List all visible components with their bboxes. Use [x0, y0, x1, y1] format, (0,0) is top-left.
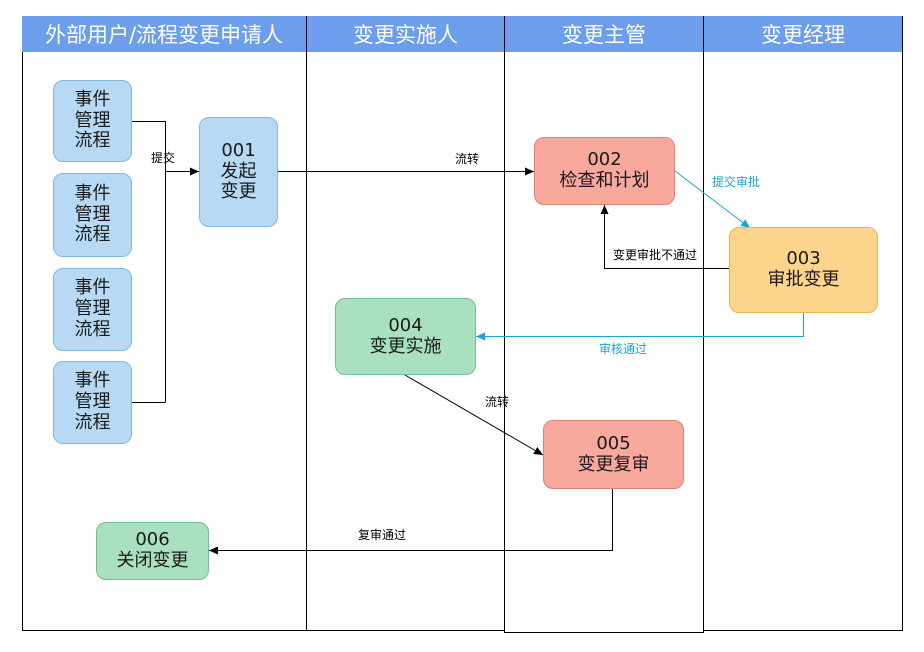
step-006-close-change: 006 关闭变更 — [96, 522, 209, 580]
node-line: 事件 — [74, 182, 111, 204]
edge-submit — [132, 121, 199, 403]
edge-label-submit: 提交 — [151, 151, 176, 165]
lane-frame — [22, 16, 903, 633]
step-label: 关闭变更 — [116, 550, 189, 571]
node-line: 管理 — [74, 391, 111, 413]
step-label: 检查和计划 — [559, 170, 650, 191]
edge-label-flow1: 流转 — [455, 152, 480, 166]
edge-re-review-passed — [209, 489, 613, 555]
edge-label-review-passed: 审核通过 — [599, 342, 648, 356]
edge-label-approval-rejected: 变更审批不通过 — [613, 248, 698, 262]
step-code: 005 — [596, 432, 631, 454]
step-005-review-change: 005 变更复审 — [543, 420, 684, 489]
node-line: 流程 — [74, 411, 111, 433]
node-line: 管理 — [74, 203, 111, 225]
step-code: 004 — [388, 314, 423, 336]
edge-label-re-review-passed: 复审通过 — [358, 528, 407, 542]
step-004-implement-change: 004 变更实施 — [335, 298, 476, 375]
source-incident-process-3: 事件 管理 流程 — [53, 268, 132, 351]
edge-approval-rejected — [600, 205, 729, 269]
source-incident-process-4: 事件 管理 流程 — [53, 361, 132, 444]
lane-header-manager: 变更经理 — [704, 16, 902, 52]
step-002-check-and-plan: 002 检查和计划 — [534, 137, 675, 205]
edge-review-passed — [476, 313, 804, 341]
step-001-initiate-change: 001 发起 变更 — [199, 117, 278, 227]
step-label: 审批变更 — [767, 269, 840, 290]
node-line: 事件 — [74, 88, 111, 110]
node-line: 管理 — [74, 298, 111, 320]
step-label: 变更复审 — [577, 453, 650, 475]
lane-header-implementer: 变更实施人 — [307, 16, 504, 52]
step-code: 003 — [786, 248, 821, 270]
node-line: 管理 — [74, 109, 111, 131]
step-003-approve-change: 003 审批变更 — [729, 227, 878, 313]
node-line: 流程 — [74, 130, 111, 152]
node-line: 发起 — [220, 160, 257, 182]
step-code: 002 — [587, 149, 622, 171]
edge-submit-approval — [674, 170, 751, 229]
source-incident-process-1: 事件 管理 流程 — [53, 80, 132, 162]
lane-header-supervisor: 变更主管 — [505, 16, 703, 52]
edge-flow2 — [404, 374, 544, 456]
step-code: 001 — [221, 139, 256, 161]
node-line: 流程 — [74, 224, 111, 246]
source-incident-process-2: 事件 管理 流程 — [53, 173, 132, 257]
edge-label-submit-approval: 提交审批 — [712, 175, 761, 189]
edge-label-flow2: 流转 — [485, 395, 510, 409]
lane-header-requester: 外部用户/流程变更申请人 — [22, 16, 306, 52]
node-line: 事件 — [74, 370, 111, 392]
step-label: 变更实施 — [369, 335, 442, 357]
node-line: 事件 — [74, 277, 111, 299]
node-line: 流程 — [74, 318, 111, 340]
node-line: 变更 — [220, 181, 257, 203]
step-code: 006 — [135, 529, 170, 551]
